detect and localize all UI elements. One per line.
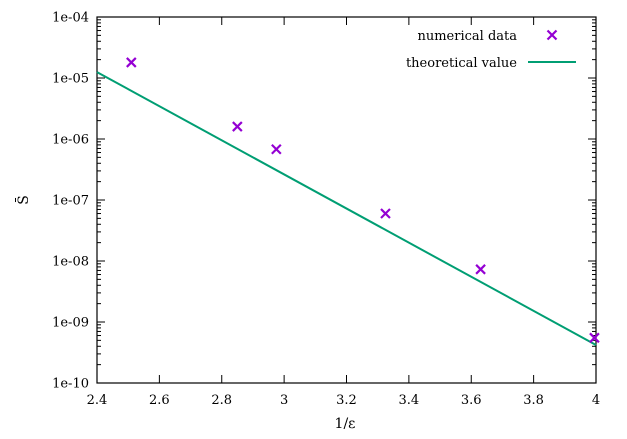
data-point-stroke xyxy=(475,264,486,275)
data-point xyxy=(380,208,391,219)
data-point-stroke xyxy=(232,121,243,132)
y-tick-label: 1e-08 xyxy=(52,255,89,270)
x-tick-label: 2.6 xyxy=(149,393,170,408)
y-tick-label: 1e-09 xyxy=(52,316,89,331)
data-point xyxy=(232,121,243,132)
series-layer xyxy=(96,57,600,346)
x-tick-label: 2.8 xyxy=(211,393,232,408)
data-point xyxy=(271,143,282,155)
x-tick-label: 4 xyxy=(592,393,600,408)
data-point xyxy=(126,57,137,68)
y-axis: 1e-10 1e-09 1e-08 1e-07 1e-06 1e-05 1e-04 xyxy=(52,11,596,392)
legend-label-numerical-data: numerical data xyxy=(417,29,517,44)
y-tick-label: 1e-05 xyxy=(52,72,89,87)
x-tick-label: 3.6 xyxy=(461,393,482,408)
x-tick-label: 3.8 xyxy=(523,393,544,408)
data-point-stroke xyxy=(271,143,282,155)
plot-border xyxy=(96,16,597,384)
x-tick-label: 3 xyxy=(280,393,288,408)
axes-frame xyxy=(96,16,597,384)
data-point-stroke xyxy=(589,332,600,344)
data-point xyxy=(589,332,600,344)
theoretical-line xyxy=(96,71,597,346)
y-tick-label: 1e-06 xyxy=(52,133,89,148)
legend-marker-stroke xyxy=(546,29,558,41)
data-point xyxy=(475,264,486,275)
y-tick-label: 1e-04 xyxy=(52,11,89,26)
x-axis: 2.4 2.6 2.8 3 3.2 3.4 3.6 3.8 4 xyxy=(87,17,600,408)
x-tick-label: 3.2 xyxy=(336,393,357,408)
legend-marker-numerical-data xyxy=(546,29,558,41)
y-tick-label: 1e-10 xyxy=(52,377,89,392)
data-point-stroke xyxy=(380,208,391,219)
legend-label-theoretical-value: theoretical value xyxy=(406,56,517,71)
x-axis-label: 1/ε xyxy=(335,416,356,432)
x-tick-label: 2.4 xyxy=(87,393,108,408)
legend: numerical data theoretical value xyxy=(406,29,576,71)
y-tick-label: 1e-07 xyxy=(52,194,89,209)
x-tick-label: 3.4 xyxy=(399,393,420,408)
data-point-stroke xyxy=(126,57,137,68)
y-axis-label: S̄ xyxy=(14,195,32,205)
